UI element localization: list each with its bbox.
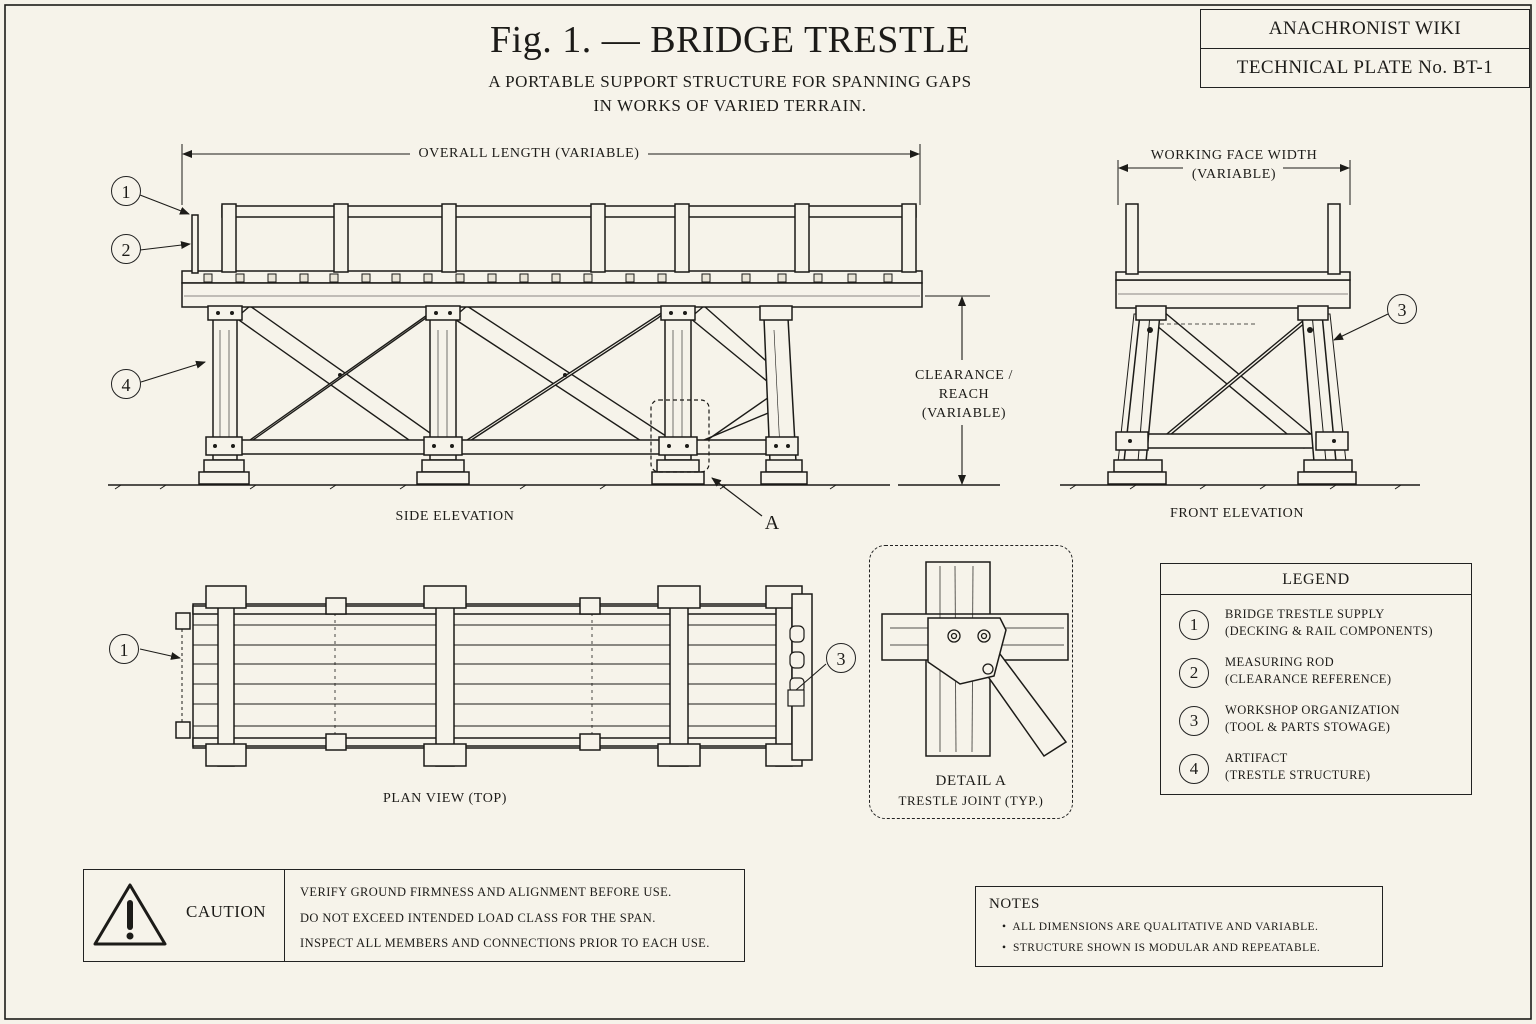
legend-item-number: 3 (1179, 706, 1209, 736)
page-subtitle: A PORTABLE SUPPORT STRUCTURE FOR SPANNIN… (380, 70, 1080, 118)
overall-length-label: OVERALL LENGTH (VARIABLE) (418, 146, 640, 161)
page-title: Fig. 1. — BRIDGE TRESTLE (490, 19, 970, 61)
legend-item-number: 2 (1179, 658, 1209, 688)
caution-line: DO NOT EXCEED INTENDED LOAD CLASS FOR TH… (300, 910, 656, 925)
caution-lines: VERIFY GROUND FIRMNESS AND ALIGNMENT BEF… (300, 880, 710, 957)
notes-item-text: ALL DIMENSIONS ARE QUALITATIVE AND VARIA… (1012, 921, 1319, 933)
caution-box: CAUTION VERIFY GROUND FIRMNESS AND ALIGN… (83, 869, 745, 962)
legend-item-line1: ARTIFACT (1225, 751, 1288, 765)
legend-heading: LEGEND (1161, 564, 1471, 595)
clearance-label: CLEARANCE / REACH (VARIABLE) (902, 366, 1026, 423)
caution-line: VERIFY GROUND FIRMNESS AND ALIGNMENT BEF… (300, 885, 672, 899)
detail-a-title: DETAIL A (935, 773, 1007, 789)
callout-4-side: 4 (111, 369, 141, 399)
notes-item: • ALL DIMENSIONS ARE QUALITATIVE AND VAR… (1002, 921, 1319, 933)
legend-item-text: MEASURING ROD (CLEARANCE REFERENCE) (1225, 654, 1391, 688)
callout-1-plan: 1 (109, 634, 139, 664)
legend-item-number: 4 (1179, 754, 1209, 784)
callout-3-plan: 3 (826, 643, 856, 673)
side-elevation (108, 144, 1000, 517)
title-block-org: ANACHRONIST WIKI (1268, 18, 1462, 39)
legend-item: 1 BRIDGE TRESTLE SUPPLY (DECKING & RAIL C… (1161, 606, 1471, 650)
clearance-line-1: CLEARANCE / (915, 368, 1013, 383)
side-elevation-label: SIDE ELEVATION (395, 509, 515, 524)
legend-item-line1: MEASURING ROD (1225, 655, 1335, 669)
legend-item-line1: WORKSHOP ORGANIZATION (1225, 703, 1400, 717)
clearance-line-3: (VARIABLE) (921, 406, 1007, 421)
legend-item: 4 ARTIFACT (TRESTLE STRUCTURE) (1161, 750, 1471, 794)
notes-item: • STRUCTURE SHOWN IS MODULAR AND REPEATA… (1002, 942, 1321, 954)
working-face-line-1: WORKING FACE WIDTH (1150, 148, 1318, 163)
front-elevation (1060, 160, 1420, 490)
working-face-line-2: (VARIABLE) (1191, 167, 1277, 182)
legend-item: 3 WORKSHOP ORGANIZATION (TOOL & PARTS STO… (1161, 702, 1471, 746)
detail-a-subtitle: TRESTLE JOINT (TYP.) (898, 793, 1044, 808)
caution-line: INSPECT ALL MEMBERS AND CONNECTIONS PRIO… (300, 936, 710, 950)
legend-item-line1: BRIDGE TRESTLE SUPPLY (1225, 607, 1385, 621)
title-block-plate: TECHNICAL PLATE No. BT-1 (1201, 48, 1529, 87)
legend-item-text: ARTIFACT (TRESTLE STRUCTURE) (1225, 750, 1370, 784)
notes-item-text: STRUCTURE SHOWN IS MODULAR AND REPEATABL… (1012, 942, 1321, 954)
front-elevation-label: FRONT ELEVATION (1169, 506, 1305, 521)
legend-item-text: BRIDGE TRESTLE SUPPLY (DECKING & RAIL COM… (1225, 606, 1433, 640)
notes-box: NOTES • ALL DIMENSIONS ARE QUALITATIVE A… (975, 886, 1383, 967)
notes-heading: NOTES (989, 896, 1040, 912)
caution-label: CAUTION (186, 902, 266, 921)
callout-3-front: 3 (1387, 294, 1417, 324)
legend-item-line2: (DECKING & RAIL COMPONENTS) (1225, 624, 1433, 638)
legend-item: 2 MEASURING ROD (CLEARANCE REFERENCE) (1161, 654, 1471, 698)
legend-item-text: WORKSHOP ORGANIZATION (TOOL & PARTS STOWA… (1225, 702, 1400, 736)
clearance-line-2: REACH (938, 387, 990, 402)
working-face-label: WORKING FACE WIDTH (VARIABLE) (1134, 146, 1334, 184)
callout-1-side: 1 (111, 176, 141, 206)
detail-a-box (869, 545, 1073, 819)
plan-view-label: PLAN VIEW (TOP) (382, 791, 508, 806)
callout-2-side: 2 (111, 234, 141, 264)
subtitle-line-2: IN WORKS OF VARIED TERRAIN. (593, 96, 867, 115)
legend-item-line2: (TRESTLE STRUCTURE) (1225, 768, 1371, 782)
detail-a-marker: A (764, 512, 780, 534)
title-block: ANACHRONIST WIKI TECHNICAL PLATE No. BT-… (1200, 9, 1530, 88)
detail-a-drawing (881, 561, 1069, 758)
caution-divider (284, 870, 286, 961)
warning-triangle-icon (93, 883, 167, 946)
plan-view (139, 585, 827, 767)
legend-box: LEGEND 1 BRIDGE TRESTLE SUPPLY (DECKING &… (1160, 563, 1472, 795)
subtitle-line-1: A PORTABLE SUPPORT STRUCTURE FOR SPANNIN… (488, 72, 972, 91)
legend-item-number: 1 (1179, 610, 1209, 640)
legend-item-line2: (CLEARANCE REFERENCE) (1225, 672, 1392, 686)
legend-item-line2: (TOOL & PARTS STOWAGE) (1225, 720, 1391, 734)
